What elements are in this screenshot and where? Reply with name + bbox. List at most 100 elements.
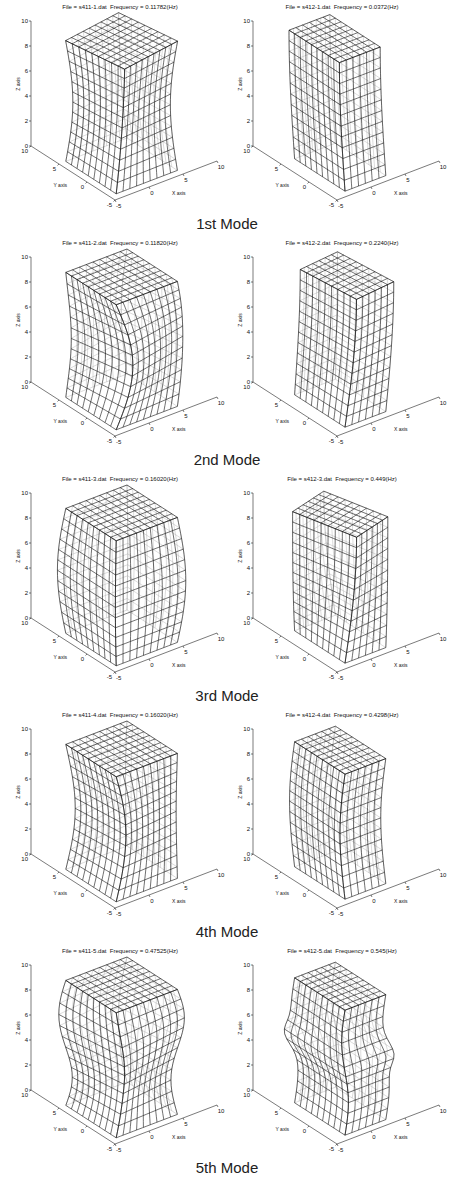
tick-number: 5: [184, 413, 187, 419]
tick-number: 8: [247, 43, 250, 49]
tick-number: 10: [243, 620, 250, 626]
tick-number: 2: [25, 1062, 28, 1068]
axis-name: Z axis: [16, 313, 21, 326]
tick-number: 10: [440, 1108, 447, 1114]
axis-name: Y axis: [53, 419, 67, 424]
tick-number: 5: [53, 638, 56, 644]
tick-number: 6: [25, 304, 28, 310]
tick-number: 0: [372, 426, 375, 432]
axis-name: X axis: [172, 191, 186, 196]
tick-number: 8: [247, 279, 250, 285]
tick-number: -5: [329, 1146, 334, 1152]
axis-name: Y axis: [275, 1127, 289, 1132]
tick-number: -5: [107, 438, 112, 444]
tick-number: 10: [21, 254, 28, 260]
axis-name: Z axis: [16, 77, 21, 90]
tick-number: 5: [184, 177, 187, 183]
axis-name: Y axis: [275, 183, 289, 188]
tick-number: -5: [116, 911, 121, 917]
tick-number: 5: [184, 649, 187, 655]
axis-name: Y axis: [53, 891, 67, 896]
tick-number: 0: [150, 898, 153, 904]
mode-shape-mesh: [284, 962, 394, 1135]
tick-number: 6: [25, 540, 28, 546]
tick-number: 10: [243, 18, 250, 24]
mode-caption: 4th Mode: [196, 924, 259, 939]
mode-caption: 2nd Mode: [194, 452, 261, 467]
axis-line: [29, 729, 218, 910]
tick-number: 10: [440, 872, 447, 878]
tick-number: 0: [303, 1128, 306, 1134]
tick-number: 6: [247, 540, 250, 546]
tick-number: -5: [338, 1147, 343, 1153]
axis-name: X axis: [394, 899, 408, 904]
axis-name: Y axis: [275, 891, 289, 896]
tick-number: 5: [406, 1121, 409, 1127]
tick-number: 2: [25, 354, 28, 360]
tick-number: 6: [25, 1012, 28, 1018]
tick-number: 10: [21, 962, 28, 968]
axis-name: Z axis: [16, 785, 21, 798]
tick-number: 6: [247, 68, 250, 74]
tick-number: 0: [150, 190, 153, 196]
tick-number: -5: [338, 439, 343, 445]
tick-number: 2: [247, 1062, 250, 1068]
tick-number: 0: [150, 662, 153, 668]
tick-number: 6: [247, 776, 250, 782]
axis-line: [251, 965, 440, 1146]
mode-shape-mesh: [59, 957, 185, 1138]
axis-line: [29, 493, 218, 674]
tick-number: 5: [53, 874, 56, 880]
tick-number: 0: [81, 892, 84, 898]
tick-number: 2: [25, 118, 28, 124]
mode-shape-mesh: [66, 13, 178, 194]
tick-number: 0: [372, 662, 375, 668]
tick-number: 5: [184, 1121, 187, 1127]
tick-number: 10: [21, 148, 28, 154]
tick-number: -5: [338, 911, 343, 917]
tick-number: 4: [25, 93, 28, 99]
axis-name: X axis: [172, 899, 186, 904]
tick-number: -5: [107, 910, 112, 916]
axis-name: Y axis: [275, 655, 289, 660]
tick-number: 2: [247, 354, 250, 360]
tick-number: 5: [275, 1110, 278, 1116]
tick-number: 0: [303, 656, 306, 662]
tick-number: 4: [247, 801, 250, 807]
tick-number: 5: [275, 638, 278, 644]
tick-number: -5: [107, 674, 112, 680]
tick-number: 0: [303, 420, 306, 426]
tick-number: 2: [247, 590, 250, 596]
plot-header: File = s411-1.dat Frequency = 0.11782(Hz…: [62, 4, 178, 10]
mode-caption: 3rd Mode: [195, 688, 258, 703]
mode-shape-mesh: [57, 485, 185, 666]
tick-number: 10: [243, 962, 250, 968]
tick-number: 10: [243, 856, 250, 862]
plot-header: File = s412-2.dat Frequency = 0.2240(Hz): [285, 240, 398, 246]
hidden-face-grid: [293, 491, 388, 647]
tick-number: 5: [53, 402, 56, 408]
tick-number: 4: [247, 93, 250, 99]
tick-number: 10: [218, 164, 225, 170]
plot-header: File = s412-3.dat Frequency = 0.449(Hz): [287, 476, 397, 482]
axis-name: X axis: [172, 1135, 186, 1140]
tick-number: 6: [247, 304, 250, 310]
tick-number: 10: [218, 636, 225, 642]
axis-name: Y axis: [53, 183, 67, 188]
tick-number: 2: [247, 826, 250, 832]
tick-number: 4: [25, 801, 28, 807]
tick-number: 2: [25, 826, 28, 832]
tick-number: 4: [247, 1037, 250, 1043]
tick-number: 0: [81, 420, 84, 426]
axis-name: X axis: [172, 663, 186, 668]
axis-line: [251, 21, 440, 202]
tick-number: -5: [338, 675, 343, 681]
plot-header: File = s411-3.dat Frequency = 0.16020(Hz…: [62, 476, 178, 482]
mode-caption: 1st Mode: [196, 216, 258, 231]
tick-number: 4: [25, 1037, 28, 1043]
tick-number: 5: [406, 413, 409, 419]
tick-number: 10: [21, 384, 28, 390]
axis-name: X axis: [172, 427, 186, 432]
